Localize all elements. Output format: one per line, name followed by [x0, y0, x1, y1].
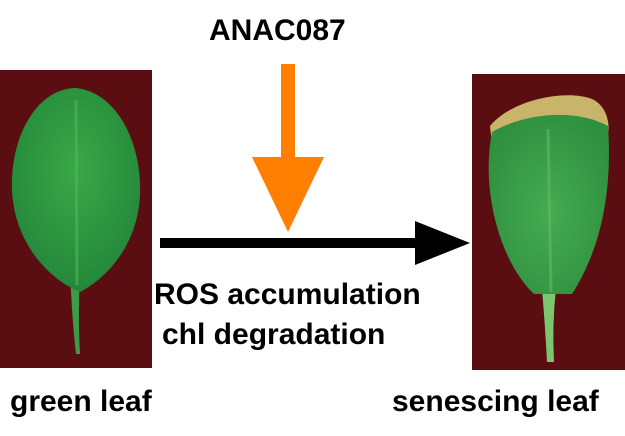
process-arrow: [160, 221, 470, 265]
senescing-leaf-image: [488, 95, 609, 362]
regulator-arrow: [252, 64, 324, 232]
green-leaf-photo: [0, 70, 152, 368]
process-label-chl: chl degradation: [162, 318, 386, 351]
green-leaf-image: [11, 88, 141, 354]
regulator-label: ANAC087: [209, 14, 346, 47]
process-label-ros: ROS accumulation: [154, 278, 421, 311]
senescing-leaf-label: senescing leaf: [392, 385, 599, 418]
senescing-leaf-photo: [472, 74, 625, 370]
green-leaf-label: green leaf: [10, 385, 152, 418]
